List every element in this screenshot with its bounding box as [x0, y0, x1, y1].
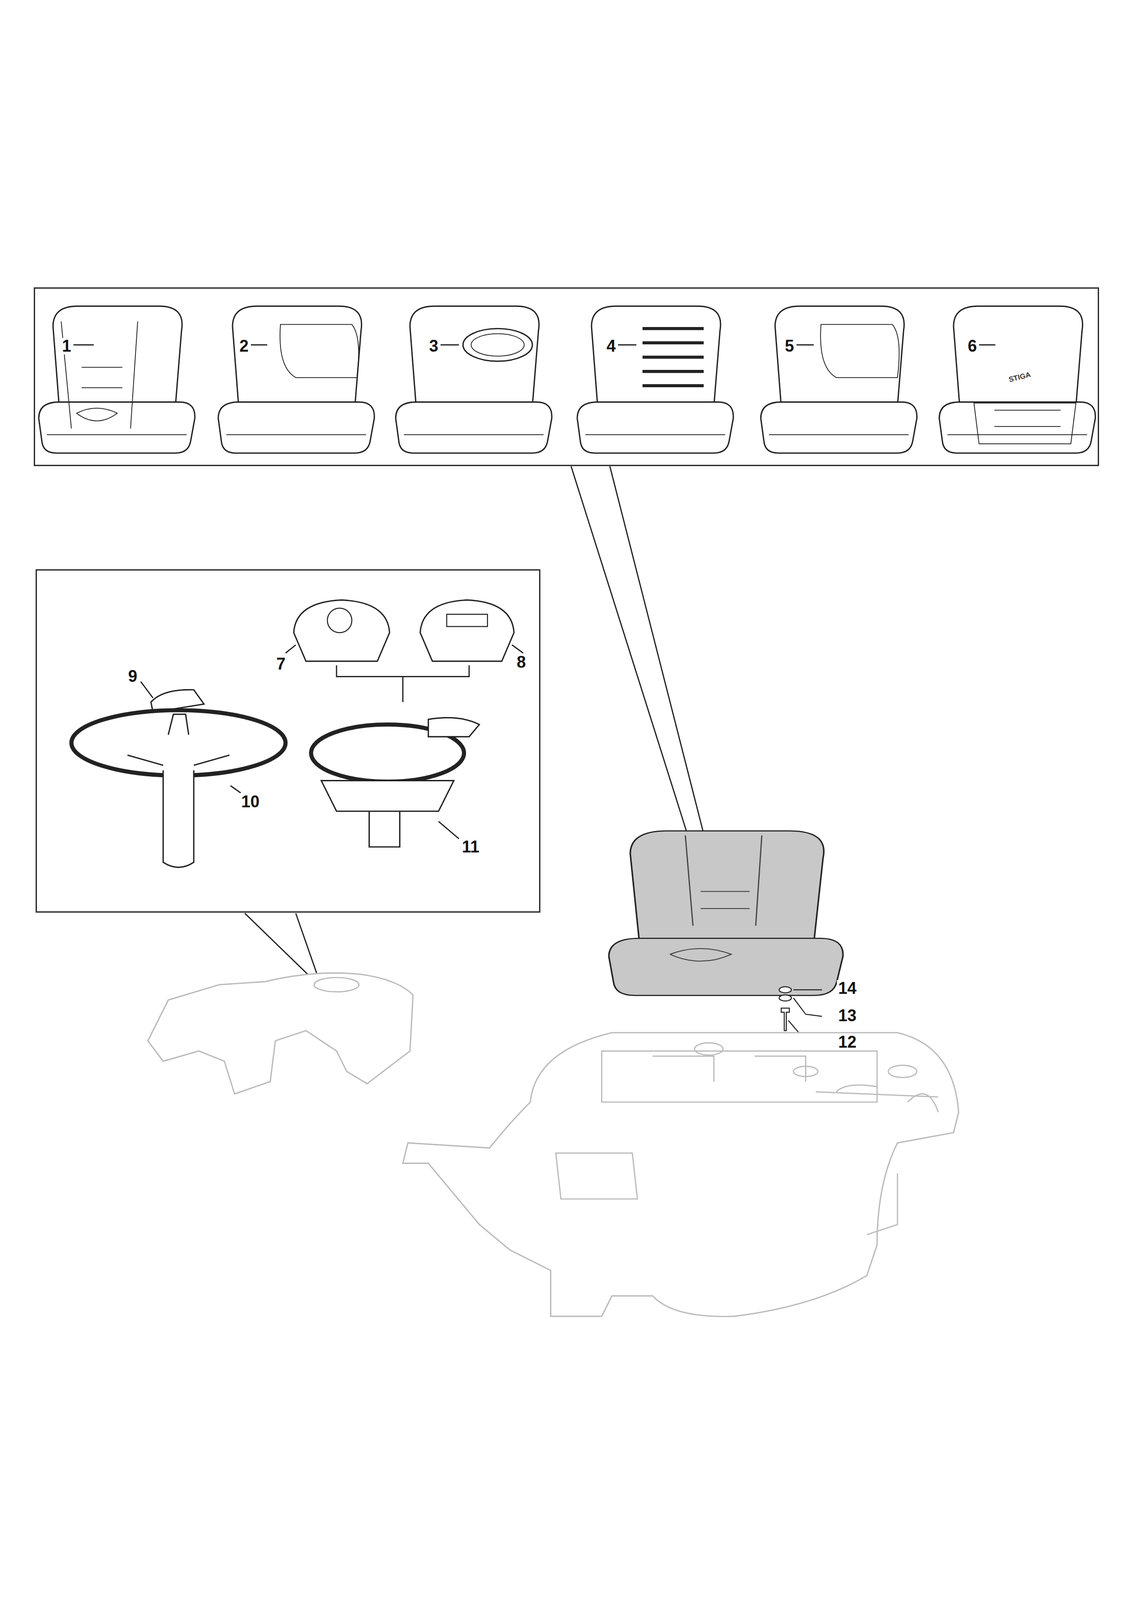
callout-number: 10 [239, 793, 261, 810]
callout-number: 6 [966, 337, 979, 355]
inset-frame: 1 2 3 4 5 6 [33, 287, 1100, 467]
callout-number: 1 [60, 337, 73, 355]
callout-number: 14 [836, 980, 858, 997]
callout-number: 4 [605, 337, 618, 355]
callout-number: 7 [274, 655, 287, 673]
callout-number: 9 [126, 668, 139, 685]
callout-number: 3 [427, 337, 440, 355]
callout-number: 2 [238, 337, 250, 355]
callout-number: 13 [836, 1007, 858, 1024]
callout-number: 5 [783, 337, 796, 355]
callout-number: 12 [836, 1033, 858, 1051]
callout-number: 8 [515, 653, 528, 671]
callout-number: 11 [460, 838, 481, 856]
inset-frame: 7 8 9 10 11 [35, 569, 541, 913]
